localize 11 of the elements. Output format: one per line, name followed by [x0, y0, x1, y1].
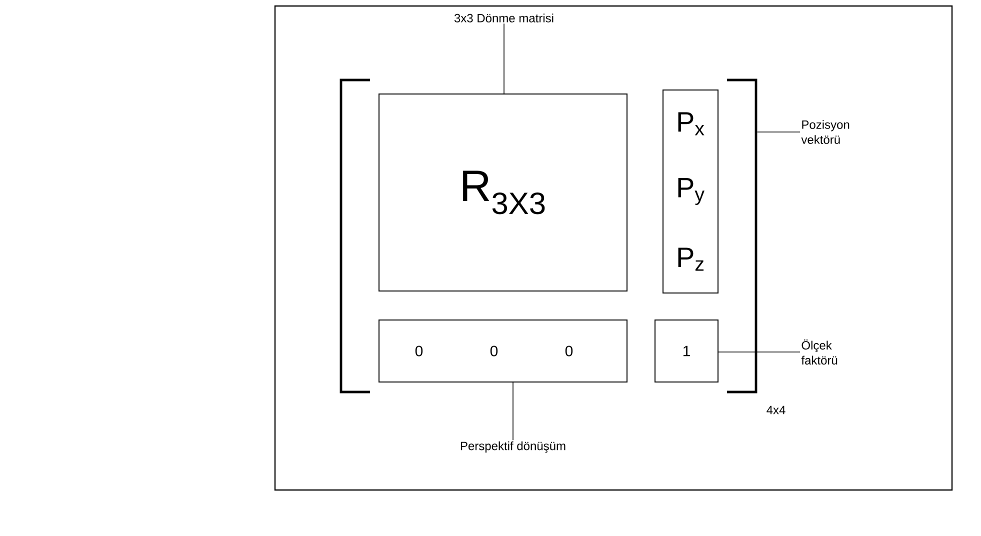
leader-line [512, 382, 514, 441]
callout-text: Perspektif dönüşüm [460, 441, 566, 453]
matrix-block: R$_{3X3}$ [378, 94, 628, 292]
matrix-bracket [727, 78, 758, 394]
matrix-block: 1 [654, 320, 718, 382]
callout-text: Pozisyon vektörü [801, 120, 850, 144]
matrix-block: 0 0 0 [378, 320, 628, 382]
matrix-block: P$_{x}$ P$_{y}$ P$_{z}$ [662, 90, 718, 294]
callout-text: 3x3 Dönme matrisi [454, 14, 554, 22]
size-label: 4x4 [766, 406, 786, 414]
callout-text: Ölçek faktörü [801, 339, 838, 365]
